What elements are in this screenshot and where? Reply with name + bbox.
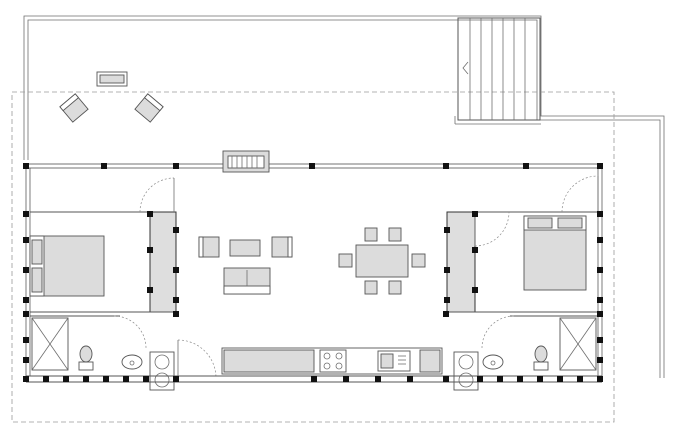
- post: [23, 163, 29, 169]
- post: [597, 337, 603, 343]
- coffee-table: [229, 239, 261, 257]
- washer-dryer-icon: [149, 351, 175, 391]
- post: [23, 337, 29, 343]
- post: [444, 227, 450, 233]
- chair-icon: [364, 227, 378, 242]
- sofa-icon: [223, 267, 271, 295]
- post: [472, 247, 478, 253]
- post: [63, 376, 69, 382]
- stove-icon: [319, 349, 347, 373]
- post: [173, 267, 179, 273]
- structural-posts: [23, 163, 603, 382]
- post: [597, 297, 603, 303]
- post: [23, 297, 29, 303]
- kitchen-counter: [221, 347, 443, 375]
- post: [597, 376, 603, 382]
- right-core-wall: [446, 211, 476, 313]
- living-area: [198, 236, 293, 295]
- post: [557, 376, 563, 382]
- post: [597, 311, 603, 317]
- post: [597, 357, 603, 363]
- post: [443, 376, 449, 382]
- washer-dryer-icon: [453, 351, 479, 391]
- sink-icon: [377, 350, 411, 372]
- post: [23, 357, 29, 363]
- toilet-icon: [533, 345, 549, 371]
- bathroom-left: [31, 317, 143, 371]
- post: [147, 247, 153, 253]
- post: [309, 163, 315, 169]
- post: [173, 297, 179, 303]
- post: [443, 163, 449, 169]
- post: [444, 297, 450, 303]
- post: [83, 376, 89, 382]
- chair-icon: [338, 253, 353, 268]
- post: [444, 267, 450, 273]
- stair-icon: [457, 17, 541, 121]
- roof-overhang-outline: [11, 91, 615, 423]
- post: [343, 376, 349, 382]
- post: [597, 237, 603, 243]
- fireplace-icon: [222, 150, 270, 173]
- bed-icon: [523, 215, 587, 291]
- post: [147, 211, 153, 217]
- bathroom-right: [482, 317, 597, 371]
- post: [472, 211, 478, 217]
- north-wall-glazing: [25, 163, 603, 376]
- post: [472, 287, 478, 293]
- outdoor-table-inner: [99, 74, 125, 84]
- bed-icon: [29, 235, 105, 297]
- sink-icon: [121, 354, 143, 370]
- dining-table-icon: [338, 227, 426, 295]
- post: [123, 376, 129, 382]
- chair-icon: [134, 93, 164, 123]
- post: [23, 211, 29, 217]
- chair-icon: [388, 227, 402, 242]
- post: [103, 376, 109, 382]
- post: [537, 376, 543, 382]
- fridge: [419, 349, 441, 373]
- post: [43, 376, 49, 382]
- post: [23, 376, 29, 382]
- post: [147, 287, 153, 293]
- post: [517, 376, 523, 382]
- post: [311, 376, 317, 382]
- upper-terrace-outline: [23, 15, 665, 378]
- post: [375, 376, 381, 382]
- chair-icon: [411, 253, 426, 268]
- chair-icon: [198, 236, 220, 258]
- post: [577, 376, 583, 382]
- post: [173, 227, 179, 233]
- chair-icon: [388, 280, 402, 295]
- post: [597, 211, 603, 217]
- post: [597, 267, 603, 273]
- post: [23, 311, 29, 317]
- left-core-wall: [149, 211, 177, 313]
- post: [143, 376, 149, 382]
- chair-icon: [271, 236, 293, 258]
- post: [173, 376, 179, 382]
- sink-icon: [482, 354, 504, 370]
- post: [477, 376, 483, 382]
- post: [407, 376, 413, 382]
- post: [173, 163, 179, 169]
- chair-icon: [364, 280, 378, 295]
- chair-icon: [59, 93, 89, 123]
- door-swings: [113, 175, 599, 379]
- post: [443, 311, 449, 317]
- post: [101, 163, 107, 169]
- post: [497, 376, 503, 382]
- toilet-icon: [78, 345, 94, 371]
- post: [173, 311, 179, 317]
- outdoor-furniture: [59, 71, 164, 123]
- interior-walls: [30, 211, 598, 317]
- post: [523, 163, 529, 169]
- post: [23, 237, 29, 243]
- post: [23, 267, 29, 273]
- post: [597, 163, 603, 169]
